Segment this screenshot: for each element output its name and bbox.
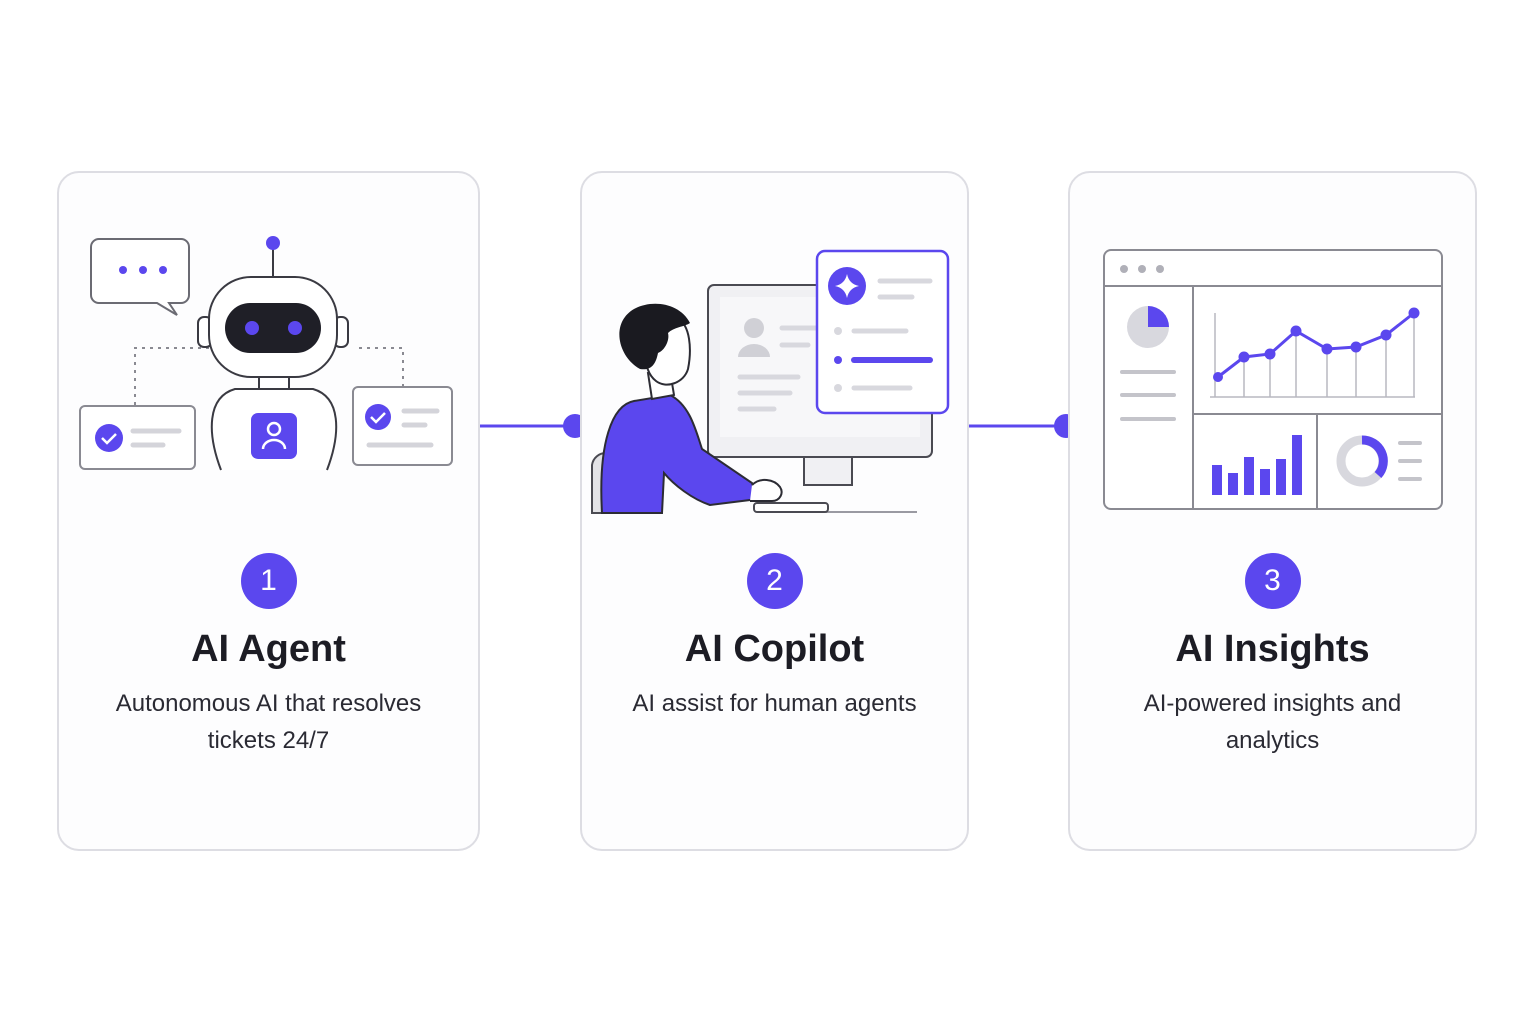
line-chart-icon	[1210, 307, 1420, 398]
person-icon	[600, 393, 760, 514]
step-title: AI Copilot	[684, 628, 865, 670]
dashboard-window	[1103, 249, 1443, 510]
step-card-ai-agent: 1 AI Agent Autonomous AI that resolves t…	[57, 171, 480, 851]
analytics-dashboard-illustration	[1103, 249, 1443, 510]
sparkle-icon	[835, 274, 859, 298]
step-title: AI Insights	[1175, 628, 1370, 670]
step-description: Autonomous AI that resolves tickets 24/7	[115, 690, 422, 754]
person-at-computer-illustration	[591, 249, 950, 514]
step-number-badge: 2	[746, 553, 803, 609]
step-number-badge: 3	[1244, 553, 1301, 609]
step-description: AI-powered insights and analytics	[1143, 690, 1402, 754]
step-number-badge: 1	[240, 553, 297, 609]
bar-chart-icon	[1212, 435, 1302, 495]
step-title: AI Agent	[191, 628, 346, 670]
step-card-ai-insights: 3 AI Insights AI-powered insights and an…	[1068, 171, 1477, 851]
chat-bubble-icon	[90, 238, 190, 316]
resolved-ticket-card	[79, 405, 196, 470]
robot-agent-illustration	[79, 236, 453, 471]
step-card-ai-copilot: 2 AI Copilot AI assist for human agents	[580, 171, 969, 851]
step-description: AI assist for human agents	[632, 690, 917, 717]
